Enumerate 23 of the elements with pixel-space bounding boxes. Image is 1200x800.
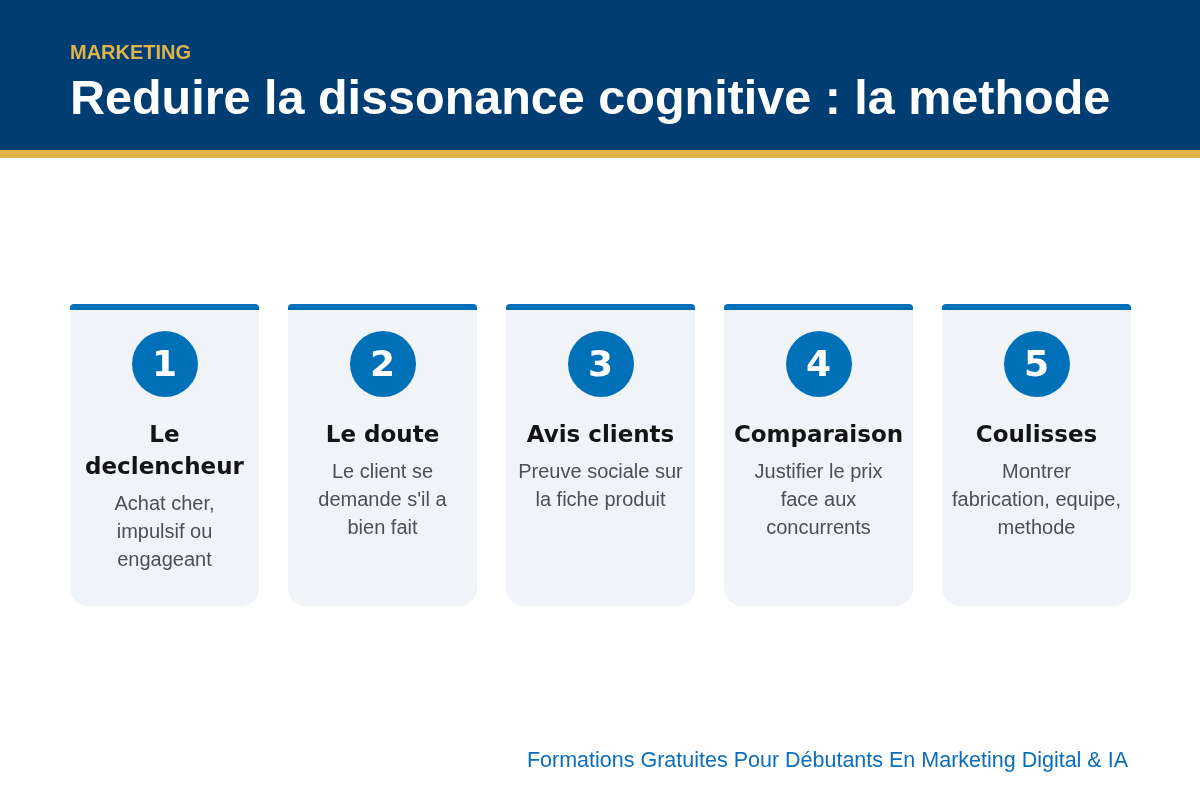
step-number: 1 xyxy=(131,331,198,397)
step-description: Achat cher, impulsif ou engageant xyxy=(113,491,216,572)
step-heading: Le doute xyxy=(324,420,441,449)
step-card xyxy=(288,304,477,606)
step-number: 5 xyxy=(1003,331,1070,397)
step-heading: Comparaison xyxy=(732,420,905,449)
step-heading: Coulisses xyxy=(974,420,1099,449)
step-number: 2 xyxy=(349,331,416,397)
step-heading: Avis clients xyxy=(525,420,676,449)
step-description: Montrer fabrication, equipe, methode xyxy=(951,459,1122,540)
step-card xyxy=(506,304,695,606)
step-card xyxy=(724,304,913,606)
step-heading: Le declencheur xyxy=(84,420,245,481)
step-description: Preuve sociale sur la fiche produit xyxy=(517,459,684,512)
tagline: Formations Gratuites Pour Débutants En Marketing Digital & IA xyxy=(526,747,1128,774)
step-number: 4 xyxy=(785,331,852,397)
step-description: Justifier le prix face aux concurrents xyxy=(753,459,884,540)
step-card xyxy=(942,304,1131,606)
page-title: Reduire la dissonance cognitive : la methode xyxy=(70,69,1111,126)
step-number: 3 xyxy=(567,331,634,397)
category-label: MARKETING xyxy=(70,40,192,64)
step-description: Le client se demande s'il a bien fait xyxy=(317,459,448,540)
step-card xyxy=(70,304,259,606)
